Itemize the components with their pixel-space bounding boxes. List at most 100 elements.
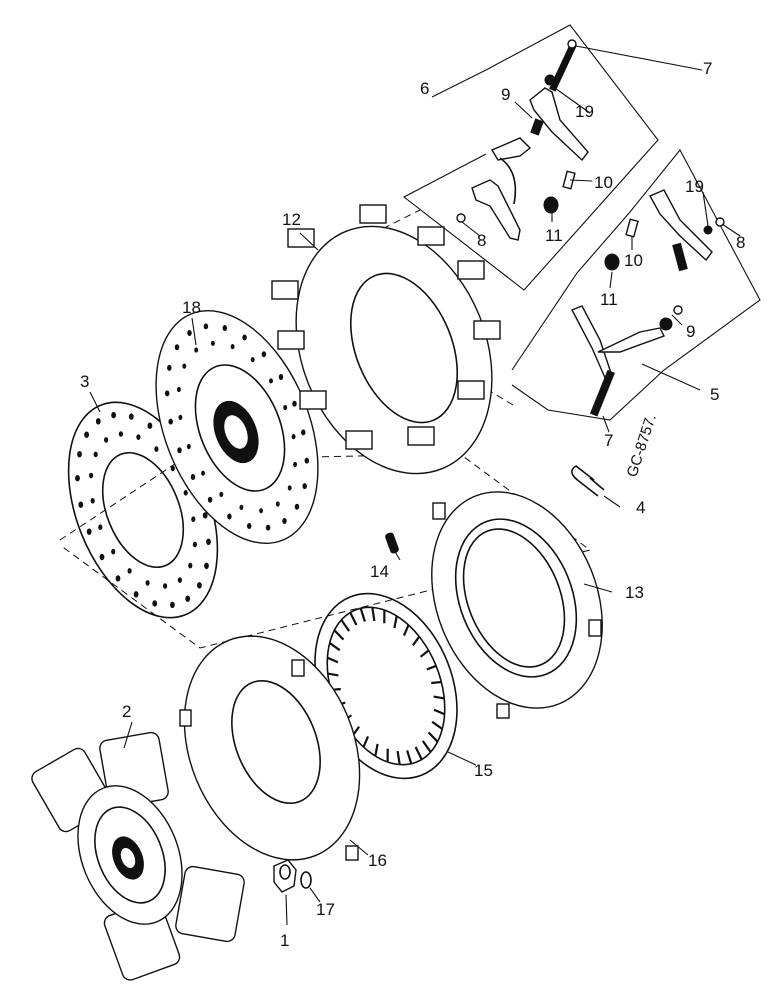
cover-lug: [277, 330, 305, 350]
cover-lug: [287, 228, 315, 248]
rivet-hole: [128, 413, 134, 420]
spring-finger: [433, 708, 446, 716]
rivet-hole: [75, 475, 80, 482]
spring-finger: [419, 649, 430, 658]
cover-lug: [345, 430, 373, 450]
callout-9a: 9: [501, 85, 510, 104]
rivet-hole: [154, 446, 159, 452]
part-2-sprung-disc: [31, 731, 245, 981]
part-13-release-plate: [431, 491, 603, 719]
rivet-hole: [186, 443, 191, 450]
rivet-hole: [93, 451, 98, 458]
part-14-pin: [385, 532, 399, 554]
rivet-hole: [104, 437, 109, 443]
cover-lug: [299, 390, 327, 410]
cover-lug: [407, 426, 435, 446]
callout-11b: 11: [600, 290, 618, 309]
rivet-hole: [86, 528, 92, 535]
rivet-hole: [170, 465, 175, 472]
rivet-hole: [118, 431, 123, 437]
rivet-hole: [261, 351, 267, 358]
lever-group-6: [456, 39, 589, 241]
rivet-hole: [259, 508, 264, 514]
rivet-hole: [185, 595, 191, 602]
rivet-hole: [219, 491, 224, 497]
rivet-hole: [147, 422, 153, 429]
cover-lug: [457, 260, 485, 280]
leader-lines: [89, 45, 741, 926]
rivet-hole: [301, 429, 306, 436]
callout-labels: 2 3 18 12 6 7 9 19 10 8 11 19 8 10 11 9 …: [80, 59, 745, 950]
part-1-nut: [273, 859, 297, 893]
callout-7a: 7: [703, 59, 712, 78]
spring-finger: [427, 731, 439, 743]
callout-19a: 19: [575, 102, 594, 121]
rivet-hole: [275, 501, 280, 507]
cover-lug: [417, 226, 445, 246]
rivet-hole: [202, 512, 208, 519]
rivet-hole: [115, 575, 121, 582]
group-outline-5: [511, 149, 761, 421]
callout-11a: 11: [545, 226, 563, 245]
spring-finger: [431, 720, 443, 730]
callout-4: 4: [636, 498, 645, 517]
rivet-hole: [127, 568, 132, 574]
callout-8a: 8: [477, 231, 486, 250]
cover-lug: [473, 320, 501, 340]
rivet-hole: [246, 523, 252, 529]
drawing-code: GC-8757.: [624, 412, 660, 479]
spring-finger: [333, 629, 345, 641]
rivet-hole: [302, 483, 307, 490]
spring-finger: [371, 607, 376, 622]
spring-finger: [406, 750, 413, 765]
group-outline-6: [402, 24, 659, 291]
rivet-hole: [136, 434, 141, 440]
rivet-hole: [98, 524, 103, 530]
rivet-hole: [111, 548, 116, 555]
friction-pad: [175, 865, 245, 943]
rivet-hole: [190, 474, 196, 480]
callout-3: 3: [80, 372, 89, 391]
rivet-hole: [239, 504, 244, 510]
spring-finger: [340, 619, 351, 632]
rivet-hole: [222, 325, 228, 331]
rivet-hole: [176, 386, 181, 393]
cover-lug: [271, 280, 299, 300]
rivet-hole: [204, 562, 209, 569]
spring-finger: [414, 746, 423, 760]
rivet-hole: [163, 583, 168, 589]
rivet-hole: [183, 490, 188, 496]
rivet-hole: [287, 485, 292, 491]
spring-finger: [433, 695, 445, 700]
rivet-hole: [95, 418, 101, 425]
part-16-pressure-plate: [179, 635, 361, 861]
rivet-hole: [191, 516, 196, 522]
part-18-driven-disc: [155, 310, 319, 544]
rivet-hole: [197, 582, 202, 589]
rivet-hole: [210, 340, 215, 346]
callout-19b: 19: [685, 177, 704, 196]
cover-lug: [359, 204, 387, 224]
part-15-spring-ring: [314, 592, 458, 780]
spring-finger: [329, 642, 341, 652]
rivet-hole: [99, 553, 105, 561]
lever-group-5: [571, 189, 725, 417]
spring-finger: [374, 743, 379, 757]
callout-10a: 10: [594, 173, 613, 192]
rivet-hole: [111, 411, 116, 419]
rivet-hole: [78, 501, 84, 508]
callout-2: 2: [122, 702, 131, 721]
part-4-u-clip: [571, 465, 605, 497]
rivet-hole: [194, 347, 199, 353]
spring-finger: [359, 607, 366, 622]
rivet-hole: [188, 562, 193, 569]
rivet-hole: [269, 378, 273, 384]
rivet-hole: [230, 344, 235, 350]
callout-1: 1: [280, 931, 289, 950]
rivet-hole: [242, 334, 247, 341]
rivet-hole: [77, 451, 82, 458]
rivet-hole: [84, 431, 89, 438]
spring-finger: [396, 750, 401, 765]
rivet-hole: [168, 418, 173, 425]
spring-finger: [426, 664, 437, 671]
